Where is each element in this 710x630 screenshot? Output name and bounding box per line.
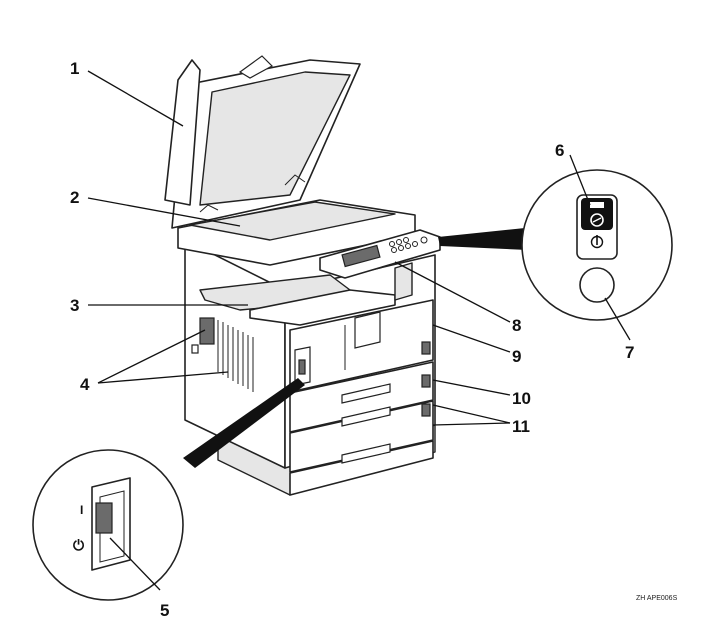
main-power-switch [95, 502, 113, 534]
detail-pointer-right [438, 228, 528, 250]
leader-7 [604, 297, 631, 341]
paper-tray-2-indicator [421, 403, 431, 417]
leader-5 [109, 537, 161, 591]
paper-tray-1-handle [341, 383, 391, 404]
control-panel-display [341, 244, 381, 268]
front-cover-indicator [421, 341, 431, 355]
platen-cover-underside [199, 71, 351, 206]
left-vent-slot [199, 317, 215, 345]
leader-8 [394, 261, 511, 323]
callout-7: 7 [625, 343, 634, 362]
callout-9: 9 [512, 347, 521, 366]
callout-11: 11 [512, 417, 530, 436]
leader-1 [87, 70, 184, 127]
ventilation-grille [217, 320, 254, 392]
leader-10 [432, 379, 511, 396]
leader-11b [432, 422, 511, 426]
copier-illustration [164, 55, 441, 496]
paper-tray-3-handle [341, 443, 391, 464]
leader-4b [97, 371, 229, 384]
callout-6: 6 [555, 141, 564, 160]
side-latch [191, 344, 199, 354]
callout-5: 5 [160, 601, 169, 620]
output-tray [249, 289, 396, 326]
detail-pointer-left [183, 378, 305, 468]
control-panel [319, 229, 441, 279]
leader-6 [569, 154, 591, 206]
leader-4a [97, 329, 206, 384]
exposure-glass [189, 201, 396, 241]
operation-switch [579, 267, 615, 303]
front-cover-handle [354, 311, 381, 349]
callout-4: 4 [80, 375, 90, 394]
main-power-switch-small [298, 359, 306, 375]
leader-9 [432, 324, 511, 353]
document-feed-guide [394, 262, 413, 301]
switch-standby-mark: ⏻ [73, 537, 84, 553]
leader-lines [87, 70, 631, 591]
paper-tray-1-indicator [421, 374, 431, 388]
leader-2 [87, 197, 241, 227]
leader-11a [432, 404, 511, 424]
callout-3: 3 [70, 296, 79, 315]
paper-tray-2-handle [341, 406, 391, 427]
image-code: ZH APE006S [636, 595, 678, 602]
adf-side [164, 59, 201, 206]
callout-labels: 1 2 3 4 5 6 7 8 9 10 11 [70, 59, 634, 620]
control-panel-keys [389, 236, 428, 253]
main-power-switch-detail: I ⏻ [32, 378, 305, 601]
callout-10: 10 [512, 389, 531, 408]
callout-1: 1 [70, 59, 79, 78]
standby-power-icon [590, 213, 604, 227]
callout-2: 2 [70, 188, 79, 207]
callout-8: 8 [512, 316, 521, 335]
power-indicator-lamp [590, 202, 604, 208]
power-keys-detail [438, 169, 673, 321]
adf-tab [238, 55, 273, 79]
switch-on-mark: I [80, 503, 83, 517]
